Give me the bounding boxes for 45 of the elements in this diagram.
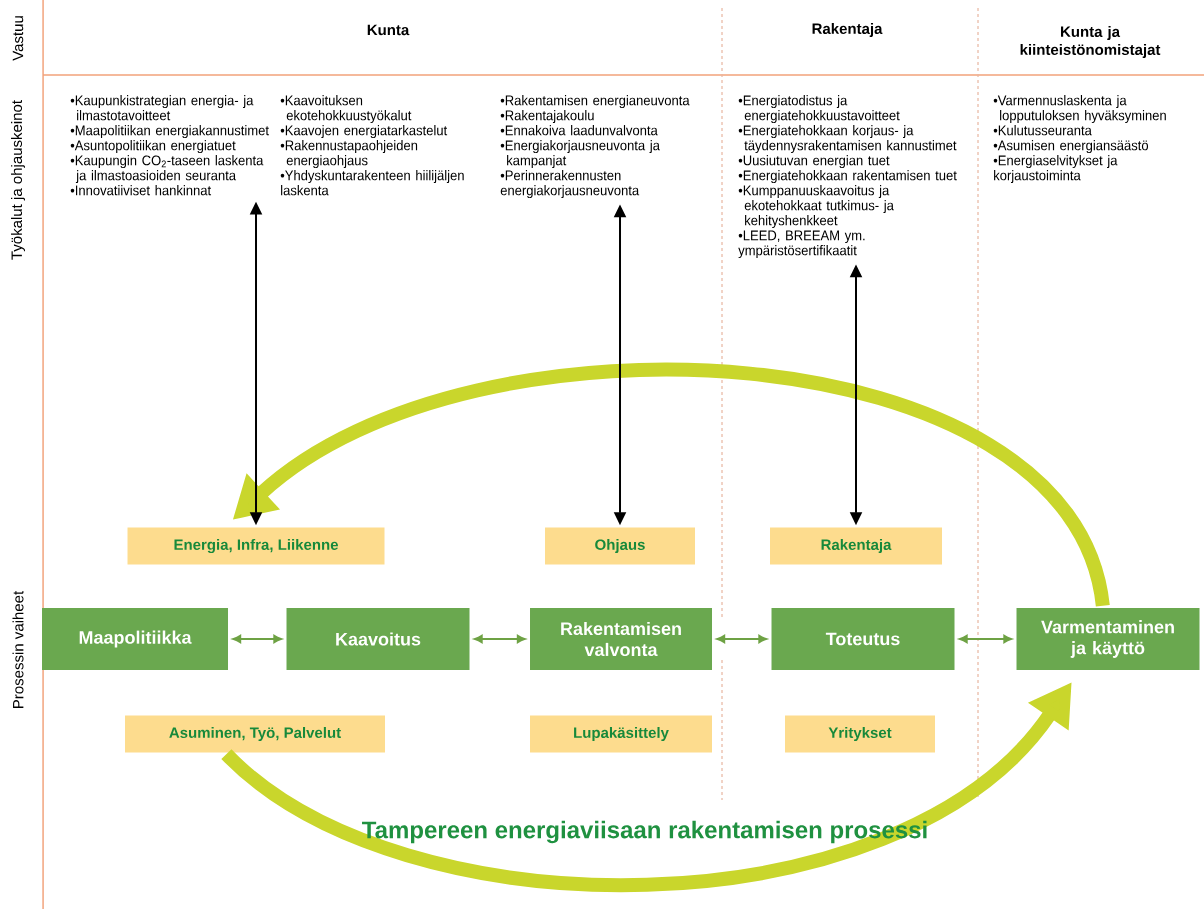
list-item: •Rakennustapaohjeiden energiaohjaus bbox=[280, 140, 418, 169]
arrow bbox=[716, 634, 767, 644]
list-item: •Energiakorjausneuvonta ja kampanjat bbox=[500, 140, 660, 169]
tag-box: Ohjaus bbox=[545, 527, 695, 565]
process-box: Kaavoitus bbox=[286, 608, 470, 670]
list-item: •Asuntopolitiikan energiatuet bbox=[70, 140, 236, 154]
tag-box: Lupakäsittely bbox=[530, 715, 712, 753]
side-heading: Vastuu bbox=[12, 16, 24, 61]
list-item: •Yhdyskuntarakenteen hiilijäljen laskenta bbox=[280, 170, 464, 196]
list-item: •Ennakoiva laadunvalvonta bbox=[500, 125, 658, 136]
process-box: Toteutus bbox=[771, 608, 955, 670]
column-heading: Kunta bbox=[367, 24, 410, 36]
list-item: •Asumisen energiansäästö bbox=[993, 140, 1149, 154]
arrow bbox=[474, 634, 526, 644]
list-item: •Energiatehokkaan korjaus- ja täydennysrakentamisen kannustimet bbox=[738, 125, 957, 154]
list-item: •LEED, BREEAM ym. ympäristösertifikaatit bbox=[738, 230, 865, 259]
arrow bbox=[959, 634, 1012, 644]
list-item: •Uusiutuvan energian tuet bbox=[738, 155, 890, 169]
list-item: •Energiaselvitykset ja korjaustoiminta bbox=[993, 155, 1118, 184]
list-item: •Kaavojen energiatarkastelut bbox=[280, 125, 448, 139]
side-heading: Prosessin vaiheet bbox=[12, 590, 24, 708]
list-item: •Kaupunkistrategian energia- ja ilmastotavoitteet bbox=[70, 95, 254, 121]
tag-box: Yritykset bbox=[785, 715, 935, 753]
column-heading: Rakentaja bbox=[812, 23, 883, 37]
list-item: •Energiatodistus ja energiatehokkuustavoitteet bbox=[738, 95, 900, 124]
list-item: •Kaavoituksen ekotehokkuustyökalut bbox=[280, 95, 412, 124]
process-box: Rakentamisen valvonta bbox=[530, 608, 712, 670]
column-heading: Kunta ja kiinteistönomistajat bbox=[1020, 26, 1161, 58]
list-item: •Kulutusseuranta bbox=[993, 125, 1092, 136]
tag-box: Energia, Infra, Liikenne bbox=[127, 527, 385, 565]
process-box: Varmentaminen ja käyttö bbox=[1016, 608, 1200, 670]
tag-box: Asuminen, Työ, Palvelut bbox=[125, 715, 385, 753]
list-item: •Innovatiiviset hankinnat bbox=[70, 185, 212, 196]
list-item: •Kumppanuuskaavoitus ja ekotehokkaat tutkimus- ja kehityshenkkeet bbox=[738, 185, 894, 229]
process-box: Maapolitiikka bbox=[42, 608, 228, 670]
list-item: •Perinnerakennusten energiakorjausneuvonta bbox=[500, 170, 640, 199]
list-item: •Energiatehokkaan rakentamisen tuet bbox=[738, 170, 957, 184]
list-item: •Kaupungin CO$_{2}$-taseen laskenta ja ilmastoasioiden seuranta bbox=[70, 155, 264, 184]
list-item: •Rakentajakoulu bbox=[500, 110, 594, 124]
arrow bbox=[232, 634, 282, 644]
list-item: •Varmennuslaskenta ja lopputuloksen hyväksyminen bbox=[993, 95, 1166, 124]
list-item: •Rakentamisen energianeuvonta bbox=[500, 95, 690, 109]
side-heading: Työkalut ja ohjauskeinot bbox=[11, 100, 25, 260]
tag-box: Rakentaja bbox=[770, 527, 942, 565]
list-item: •Maapolitiikan energiakannustimet bbox=[70, 125, 269, 139]
